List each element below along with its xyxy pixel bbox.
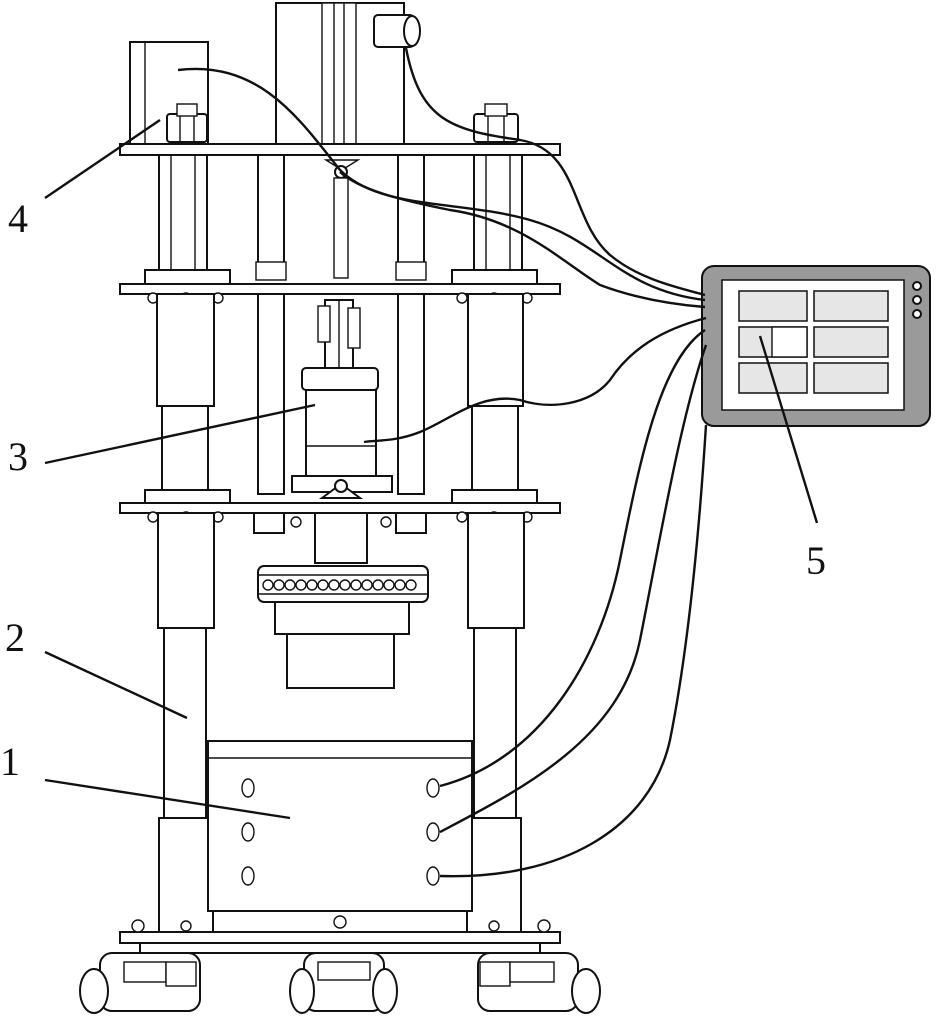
callout-label-2: 2: [5, 615, 25, 660]
load-sensor: [292, 368, 392, 498]
callout-label-5: 5: [806, 538, 826, 583]
bearing-ball: [395, 580, 405, 590]
top-actuator-assembly: [130, 3, 518, 146]
callout-label-3: 3: [8, 434, 28, 479]
bearing-ball: [329, 580, 339, 590]
bearing-ball: [340, 580, 350, 590]
bearing-ball: [406, 580, 416, 590]
caster-right: [478, 953, 600, 1013]
callout-label-1: 1: [0, 739, 20, 784]
bearing-ball: [384, 580, 394, 590]
bearing-ball: [318, 580, 328, 590]
controller-device: [702, 266, 930, 426]
bearing-ball: [362, 580, 372, 590]
bearing-ball: [296, 580, 306, 590]
bearing-ball: [351, 580, 361, 590]
bearing-ball: [307, 580, 317, 590]
caster-left: [80, 953, 200, 1013]
bearing-ball: [285, 580, 295, 590]
bearing-ball: [373, 580, 383, 590]
test-head: [258, 513, 428, 688]
callout-label-4: 4: [8, 196, 28, 241]
base-box: [208, 741, 472, 911]
top-plate: [120, 144, 560, 155]
bearing-ball: [274, 580, 284, 590]
caster-center: [290, 953, 397, 1013]
bearing-ball: [263, 580, 273, 590]
